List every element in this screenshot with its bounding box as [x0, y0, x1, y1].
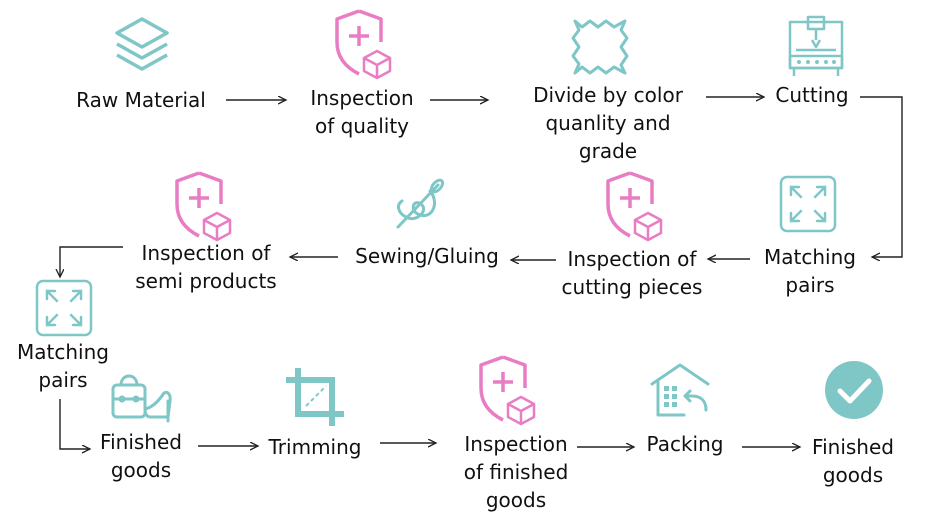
label-matching-pairs-2: Matching pairs — [17, 338, 109, 394]
cutting-machine-icon — [788, 15, 844, 76]
arrow-semi-to-matching — [60, 246, 123, 277]
shield-plus-box-icon — [175, 171, 232, 242]
expand-frame-icon — [35, 279, 93, 337]
layers-icon — [115, 17, 169, 71]
label-line: Matching — [764, 245, 856, 269]
label-line: of quality — [314, 114, 410, 138]
label-line: Inspection of — [567, 247, 697, 271]
label-matching-pairs-1: Matching pairs — [764, 243, 856, 299]
check-circle-icon — [825, 361, 883, 419]
label-inspection-of-quality: Inspection of quality — [310, 84, 413, 140]
label-packing: Packing — [647, 430, 724, 458]
expand-frame-icon — [779, 175, 837, 233]
label-finished-goods-2: Finished goods — [812, 433, 894, 489]
label-line: Inspection — [310, 86, 414, 110]
label-line: goods — [110, 458, 172, 482]
arrow-matching-to-finished — [59, 399, 90, 449]
label-line: Inspection — [464, 432, 568, 456]
label-inspection-of-semi-products: Inspection of semi products — [135, 239, 276, 295]
label-line: Trimming — [268, 435, 362, 459]
leather-swatch-icon — [571, 19, 629, 75]
label-line: quanlity and — [545, 111, 671, 135]
label-sewing-gluing: Sewing/Gluing — [355, 242, 499, 270]
label-line: grade — [578, 139, 638, 163]
label-line: Finished — [100, 430, 182, 454]
label-raw-material: Raw Material — [76, 86, 206, 114]
label-line: of finished — [463, 460, 569, 484]
shield-plus-box-icon — [606, 171, 663, 242]
warehouse-return-icon — [650, 363, 710, 417]
label-inspection-of-finished-goods: Inspection of finished goods — [464, 430, 569, 514]
label-line: pairs — [38, 368, 88, 392]
label-cutting: Cutting — [775, 81, 848, 109]
shield-plus-box-icon — [335, 9, 392, 80]
label-line: Raw Material — [76, 88, 206, 112]
shield-plus-box-icon — [479, 355, 536, 426]
label-line: goods — [822, 463, 884, 487]
label-line: Packing — [646, 432, 724, 456]
label-divide-by-color: Divide by color quanlity and grade — [533, 81, 683, 165]
label-line: Divide by color — [533, 83, 683, 107]
label-line: goods — [485, 488, 547, 512]
needle-thread-icon — [396, 178, 445, 229]
label-line: Cutting — [775, 83, 849, 107]
arrow-cutting-to-matching — [860, 96, 903, 257]
label-line: cutting pieces — [561, 275, 703, 299]
label-trimming: Trimming — [269, 433, 362, 461]
label-line: pairs — [785, 273, 835, 297]
label-line: Matching — [17, 340, 109, 364]
handbag-shoe-icon — [111, 374, 172, 423]
label-line: semi products — [135, 269, 277, 293]
label-inspection-of-cutting-pieces: Inspection of cutting pieces — [562, 245, 703, 301]
label-line: Finished — [812, 435, 894, 459]
label-line: Sewing/Gluing — [355, 244, 499, 268]
label-finished-goods-1: Finished goods — [100, 428, 182, 484]
crop-icon — [286, 368, 344, 426]
label-line: Inspection of — [141, 241, 271, 265]
